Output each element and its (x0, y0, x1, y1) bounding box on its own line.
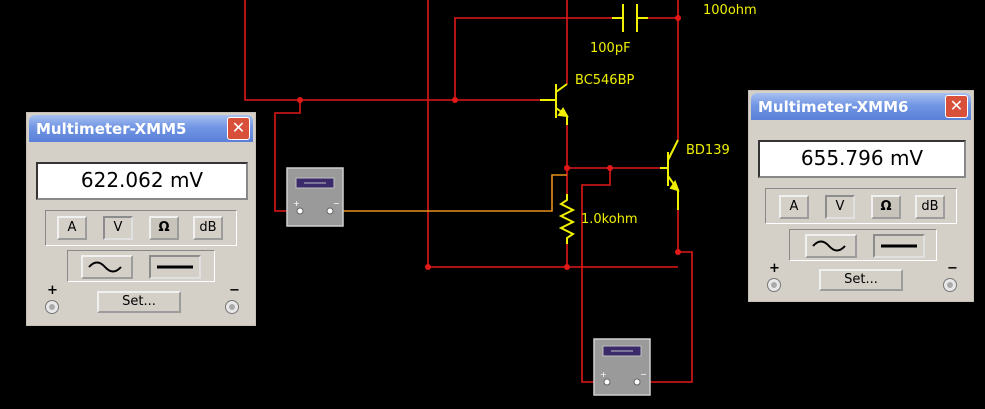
junctions (297, 15, 681, 270)
probe-wire (330, 174, 567, 212)
window-title: Multimeter-XMM5 (36, 120, 187, 138)
minus-terminal-label: − (229, 283, 240, 298)
close-button[interactable]: ✕ (945, 95, 968, 118)
ammeter-mode-button[interactable]: A (779, 195, 809, 219)
close-button[interactable]: ✕ (227, 117, 250, 140)
ohmmeter-mode-button[interactable]: Ω (871, 195, 901, 219)
set-button[interactable]: Set... (97, 291, 181, 313)
wires (244, 0, 693, 383)
reading-display: 655.796 mV (758, 140, 966, 178)
dc-line-icon (881, 244, 917, 248)
transistor-q1-symbol (540, 83, 569, 125)
reading-display: 622.062 mV (36, 162, 248, 200)
plus-terminal[interactable] (767, 278, 781, 292)
ohmmeter-mode-button[interactable]: Ω (149, 216, 179, 240)
ac-wave-icon (88, 261, 122, 273)
mode-panel (45, 210, 237, 246)
signal-panel (789, 229, 937, 261)
title-bar[interactable]: Multimeter-XMM5 ✕ (29, 115, 253, 142)
voltmeter-mode-button[interactable]: V (825, 195, 855, 219)
decibel-mode-button[interactable]: dB (915, 195, 945, 219)
ac-mode-button[interactable] (805, 234, 857, 258)
svg-text:−: − (640, 370, 647, 379)
title-bar[interactable]: Multimeter-XMM6 ✕ (751, 93, 971, 120)
minus-terminal[interactable] (943, 278, 957, 292)
minus-terminal[interactable] (225, 300, 239, 314)
probe-xmm5[interactable]: + − (286, 167, 344, 227)
plus-terminal-label: + (769, 261, 780, 276)
svg-text:+: + (600, 370, 607, 379)
transistor-q2-label: BD139 (686, 143, 730, 158)
dc-mode-button[interactable] (149, 255, 201, 279)
dc-mode-button[interactable] (873, 234, 925, 258)
svg-text:−: − (333, 199, 340, 208)
resistor-mid-label: 1.0kohm (581, 212, 638, 227)
voltmeter-mode-button[interactable]: V (103, 216, 133, 240)
ac-wave-icon (812, 240, 846, 252)
window-title: Multimeter-XMM6 (758, 98, 909, 116)
resistor-symbol (558, 194, 576, 244)
svg-text:+: + (293, 199, 300, 208)
mode-panel (765, 188, 957, 224)
dc-line-icon (157, 265, 193, 269)
transistor-q1-label: BC546BP (575, 73, 635, 88)
multimeter-xmm6-window: Multimeter-XMM6 ✕ 655.796 mV A V Ω dB + … (748, 90, 974, 302)
transistor-q2-symbol (660, 139, 680, 210)
capacitor-symbol (612, 4, 648, 32)
ammeter-mode-button[interactable]: A (57, 216, 87, 240)
resistor-top-label: 100ohm (703, 3, 757, 18)
plus-terminal-label: + (47, 283, 58, 298)
close-icon: ✕ (231, 118, 246, 137)
decibel-mode-button[interactable]: dB (193, 216, 223, 240)
minus-terminal-label: − (947, 261, 958, 276)
close-icon: ✕ (949, 96, 964, 115)
ac-mode-button[interactable] (81, 255, 133, 279)
plus-terminal[interactable] (45, 300, 59, 314)
capacitor-label: 100pF (590, 41, 631, 56)
signal-panel (67, 250, 215, 282)
set-button[interactable]: Set... (819, 269, 903, 291)
multimeter-xmm5-window: Multimeter-XMM5 ✕ 622.062 mV A V Ω dB + … (26, 112, 256, 326)
probe-xmm6[interactable]: + − (593, 338, 651, 396)
